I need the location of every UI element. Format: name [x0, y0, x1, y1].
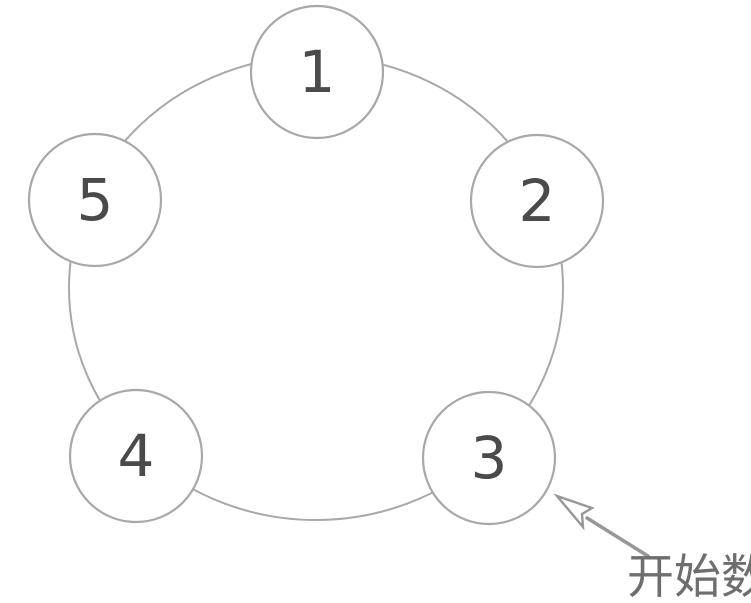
node-circle [421, 390, 557, 526]
node-number: 4 [118, 422, 155, 490]
node-number: 1 [299, 38, 336, 106]
node-circle [469, 133, 605, 269]
node-circle [249, 4, 385, 140]
node-4: 4 [68, 388, 204, 524]
start-label: 开始数 [627, 550, 751, 603]
node-2: 2 [469, 133, 605, 269]
node-circle [27, 132, 163, 268]
arrow-shaft [585, 516, 650, 558]
node-number: 5 [77, 166, 114, 234]
node-1: 1 [249, 4, 385, 140]
node-number: 3 [471, 424, 508, 492]
node-number: 2 [519, 167, 556, 235]
node-circle [68, 388, 204, 524]
node-3: 3 [421, 390, 557, 526]
start-arrow [553, 493, 650, 558]
arrow-head-icon [553, 493, 595, 531]
node-5: 5 [27, 132, 163, 268]
